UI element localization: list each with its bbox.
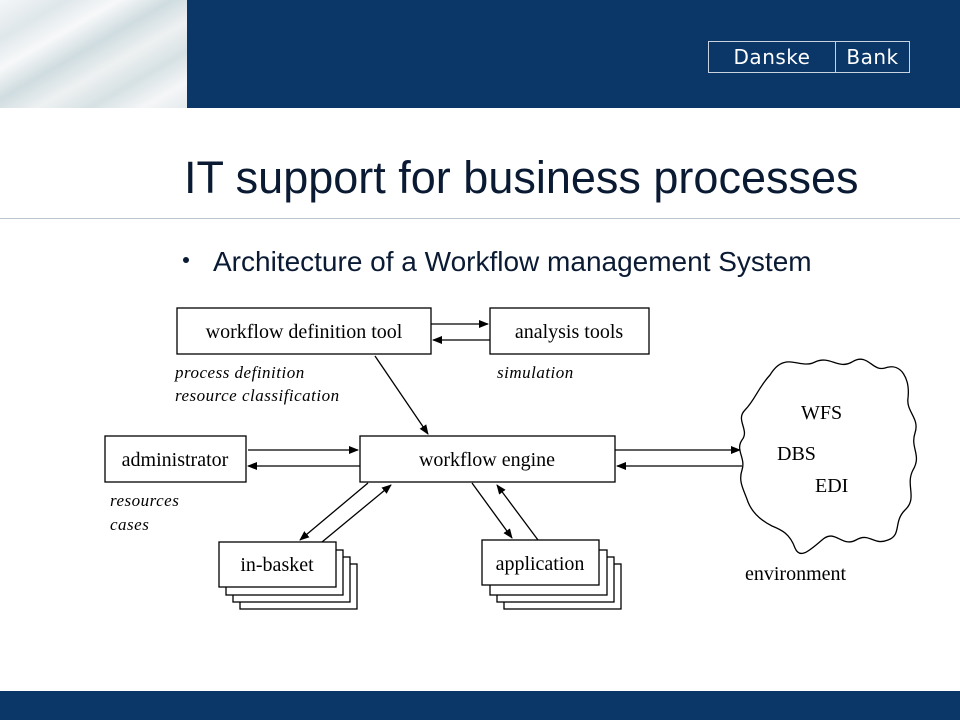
arrow-engine-to-in-basket — [299, 482, 369, 541]
logo-left-text: Danske — [709, 42, 836, 72]
workflow-engine-label: workflow engine — [419, 449, 555, 471]
slide-title: IT support for business processes — [184, 152, 859, 203]
environment-label: environment — [745, 563, 847, 585]
node-application: application — [481, 539, 622, 610]
arrow-engine-to-application — [471, 482, 513, 539]
arrow-application-to-engine — [496, 484, 539, 541]
environment-item-wfs: WFS — [801, 402, 842, 424]
node-workflow-definition-tool: workflow definition tool — [176, 307, 432, 355]
bullet-text: Architecture of a Workflow management Sy… — [213, 246, 812, 277]
footer-band — [0, 691, 960, 720]
node-in-basket: in-basket — [218, 541, 358, 610]
note-resource-classification: resource classification — [175, 386, 340, 405]
note-resources: resources — [110, 491, 179, 510]
note-simulation: simulation — [497, 363, 574, 382]
bullet-marker — [183, 257, 189, 263]
logo-right-text: Bank — [846, 45, 899, 69]
workflow-definition-tool-label: workflow definition tool — [206, 321, 403, 343]
environment-item-edi: EDI — [815, 475, 848, 497]
arrow-in-basket-to-engine — [321, 484, 392, 543]
application-label: application — [496, 553, 585, 575]
in-basket-label: in-basket — [240, 554, 314, 576]
arrow-definition-to-engine — [374, 355, 429, 435]
note-cases: cases — [110, 515, 149, 534]
danske-bank-logo: Danske Bank — [708, 41, 910, 73]
header-photo — [0, 0, 187, 108]
node-analysis-tools: analysis tools — [489, 307, 650, 355]
environment-item-dbs: DBS — [777, 443, 816, 465]
node-workflow-engine: workflow engine — [359, 435, 616, 483]
note-process-definition: process definition — [174, 363, 305, 382]
administrator-label: administrator — [122, 449, 229, 471]
node-administrator: administrator — [104, 435, 247, 483]
environment-cloud: WFS DBS EDI — [738, 358, 918, 555]
analysis-tools-label: analysis tools — [515, 321, 624, 343]
title-divider — [0, 218, 960, 219]
